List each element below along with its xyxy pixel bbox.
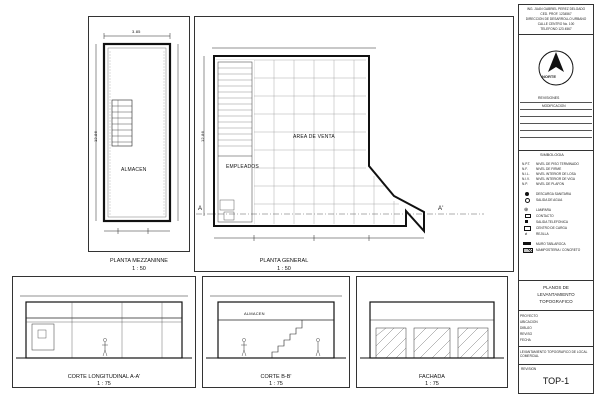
symbol-text: CENTRO DE CARGA: [536, 226, 567, 230]
general-plan-scale: 1 : 50: [277, 266, 291, 272]
plan-title-line: PLANOS DE: [543, 285, 569, 290]
mezzanine-room-label: ALMACEN: [121, 167, 147, 173]
title-block: ING. JUAN GABRIEL PEREZ DELGADO CED. PRO…: [518, 4, 594, 394]
revision-row: MODIFICACION: [542, 104, 566, 108]
section-aa-scale: 1 : 75: [97, 381, 111, 387]
revisions-label: REVISIONES: [538, 96, 560, 100]
symbol-text: MAMPOSTERIA / CONCRETO: [536, 248, 581, 252]
mezzanine-plan-drawing: [95, 33, 179, 234]
bottom-note: LEVANTAMIENTO TOPOGRAFICO DE LOCAL COMER…: [520, 350, 588, 358]
symbol-code: N.I.L.: [522, 172, 530, 176]
symbol-code: N.I.V.: [522, 177, 530, 181]
mezzanine-plan-scale: 1 : 50: [132, 266, 146, 272]
section-mark-a-prime: A': [438, 206, 444, 212]
general-plan-frame: [194, 16, 514, 272]
symbol-text: NIVEL INTERIOR DE LOSA: [536, 172, 576, 176]
plan-title-line: TOPOGRAFICO: [539, 299, 573, 304]
lamp-icon: ⊕: [524, 207, 529, 213]
symbol-code: N.P.T.: [522, 162, 531, 166]
phone-outlet-icon: [525, 220, 528, 223]
section-aa-frame: [12, 276, 196, 388]
symbol-text: CONTACTO: [536, 214, 554, 218]
section-bb-scale: 1 : 75: [269, 381, 283, 387]
info-row: UBICACION: [520, 320, 538, 324]
facade-drawing: [360, 301, 504, 359]
divider: [520, 130, 592, 131]
mezzanine-dim-side: 12.86: [93, 130, 99, 143]
section-bb-frame: [202, 276, 350, 388]
symbol-text: NIVEL INTERIOR DE VIGA: [536, 177, 576, 181]
info-row: FECHA: [520, 338, 531, 342]
header-line: ING. JUAN GABRIEL PEREZ DELGADO: [526, 7, 586, 11]
sheet-id: TOP-1: [542, 376, 570, 386]
symbol-text: DESCARGA SANITARIA: [536, 192, 572, 196]
divider: [518, 310, 594, 311]
plan-title-line: LEVANTAMIENTO: [537, 292, 575, 297]
divider: [520, 123, 592, 124]
symbol-code: N.F.: [522, 167, 528, 171]
general-plan-dim-side: 12.86: [200, 130, 206, 143]
general-plan-title: PLANTA GENERAL: [259, 258, 309, 264]
drawing-sheet: 3.85 12.86 ALMACEN PLANTA MEZZANINNE 1 :…: [4, 4, 594, 394]
outlet-icon: [525, 214, 531, 218]
info-row: REVISO: [520, 332, 533, 336]
divider: [518, 280, 594, 281]
north-label: NORTE: [542, 74, 556, 79]
header-line: CALLE CENTRO No. 100: [537, 22, 575, 26]
divider: [518, 364, 594, 365]
section-aa-drawing: [16, 295, 192, 359]
mezzanine-plan-title: PLANTA MEZZANINNE: [110, 258, 168, 264]
facade-title: FACHADA: [419, 374, 445, 380]
section-bb-room-label: ALMACEN: [244, 311, 265, 316]
general-plan-staff-label: EMPLEADOS: [226, 164, 259, 170]
symbol-text: SALIDA TELEFONICA: [536, 220, 569, 224]
symbol-text: NIVEL DE FIRME: [536, 167, 562, 171]
mezzanine-dim-top: 3.85: [132, 29, 141, 34]
symbol-text: REJILLA: [536, 232, 549, 236]
masonry-wall-icon: [523, 248, 533, 253]
symbology-title: SIMBOLOGIA: [540, 153, 564, 157]
section-aa-title: CORTE LONGITUDINAL A-A': [67, 374, 141, 380]
drywall-wall-icon: [523, 242, 531, 245]
water-outlet-icon: [525, 198, 530, 203]
title-block-frame: [518, 4, 594, 394]
symbol-text: MURO TABLAROCA: [536, 242, 566, 246]
divider: [520, 137, 592, 138]
divider: [520, 116, 592, 117]
info-row: DIBUJO: [520, 326, 532, 330]
divider: [518, 150, 594, 151]
load-center-icon: [524, 226, 531, 231]
north-arrow-icon: [538, 50, 574, 86]
header-line: TELEFONO 123 4567: [540, 27, 572, 31]
section-mark-a: A: [198, 206, 203, 212]
facade-scale: 1 : 75: [425, 381, 439, 387]
info-row: PROYECTO: [520, 314, 538, 318]
divider: [518, 346, 594, 347]
divider: [520, 102, 592, 103]
header-line: CED. PROF. 1234567: [540, 12, 572, 16]
facade-frame: [356, 276, 508, 388]
sheet-label: REVISION: [521, 367, 537, 371]
divider: [520, 109, 592, 110]
drain-icon: [525, 192, 529, 196]
divider: [518, 34, 594, 35]
general-plan-drawing: [196, 47, 484, 241]
mezzanine-plan-frame: [88, 16, 190, 252]
general-plan-sales-label: AREA DE VENTA: [293, 134, 335, 140]
symbol-code: N.P.: [522, 182, 528, 186]
symbol-text: LAMPARA: [536, 208, 551, 212]
symbol-text: NIVEL DE PLAFON: [536, 182, 565, 186]
section-bb-title: CORTE B-B': [260, 374, 292, 380]
header-line: DIRECCION DE DESARROLLO URBANO: [525, 17, 587, 21]
symbol-text: SALIDA DE AGUA: [536, 198, 563, 202]
section-bb-drawing: [206, 295, 346, 359]
symbol-text: NIVEL DE PISO TERMINADO: [536, 162, 579, 166]
grille-icon: ≠: [525, 231, 528, 236]
